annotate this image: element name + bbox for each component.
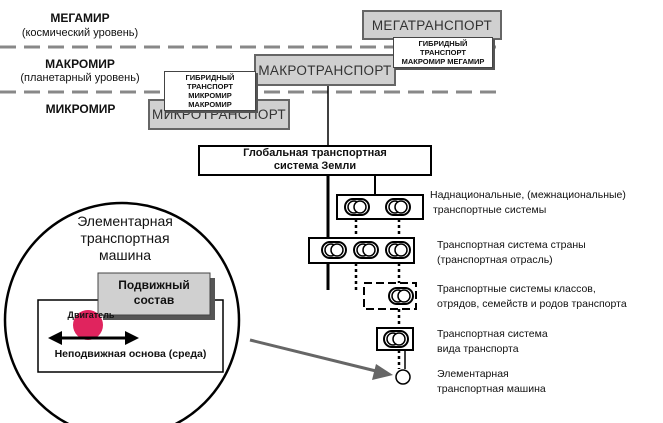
machine-title-line1: Элементарная xyxy=(77,213,173,229)
global-system-box xyxy=(198,145,432,176)
machine-title: Элементарная транспортная машина xyxy=(55,213,195,264)
hybrid-upper-line1: ГИБРИДНЫЙ xyxy=(418,39,468,48)
engine-label: Двигатель xyxy=(67,310,115,320)
machine-title-line3: машина xyxy=(99,247,151,263)
hybrid-upper-line2: ТРАНСПОРТ xyxy=(420,48,466,57)
hierarchy-1-line2: (транспортная отрасль) xyxy=(437,254,553,266)
hierarchy-supranational: Наднациональные, (межнациональные) транс… xyxy=(430,188,626,218)
hierarchy-classes: Транспортные системы классов, отрядов, с… xyxy=(437,282,627,312)
hierarchy-0-line2: транспортные системы xyxy=(433,204,547,216)
hierarchy-country: Транспортная система страны (транспортна… xyxy=(437,238,586,268)
micro-level-title: МИКРОМИР xyxy=(45,102,116,116)
vehicle-symbol xyxy=(344,198,370,216)
vehicle-symbols xyxy=(321,198,414,348)
mega-level-subtitle: (космический уровень) xyxy=(21,27,139,39)
rolling-stock-label: Подвижный состав xyxy=(98,278,210,308)
hierarchy-0-line1: Наднациональные, (межнациональные) xyxy=(430,189,626,201)
hybrid-upper-line3: МАКРОМИР МЕГАМИР xyxy=(401,57,485,66)
rolling-stock-box xyxy=(97,272,211,316)
hybrid-upper-box: ГИБРИДНЫЙ ТРАНСПОРТ МАКРОМИР МЕГАМИР xyxy=(393,37,493,68)
hybrid-lower-line2: ТРАНСПОРТ xyxy=(187,82,233,91)
global-system-label: Глобальная транспортная система Земли xyxy=(199,147,431,173)
global-system-line1: Глобальная транспортная xyxy=(243,147,387,159)
macro-transport-box: МАКРОТРАНСПОРТ xyxy=(254,54,396,86)
rolling-stock-line1: Подвижный xyxy=(118,278,190,292)
vehicle-symbol xyxy=(321,241,347,259)
engine-circle xyxy=(73,310,103,340)
elementary-machine-node xyxy=(395,369,411,385)
macro-level-title: МАКРОМИР xyxy=(45,57,115,71)
hierarchy-elementary: Элементарная транспортная машина xyxy=(437,367,546,397)
rolling-stock-line2: состав xyxy=(133,293,175,307)
vehicle-symbol xyxy=(388,287,414,305)
vehicle-symbol xyxy=(385,198,411,216)
hierarchy-3-line1: Транспортная система xyxy=(437,328,548,340)
macro-level-subtitle: (планетарный уровень) xyxy=(20,72,140,84)
mega-transport-box: МЕГАТРАНСПОРТ xyxy=(362,10,502,40)
hybrid-lower-box: ГИБРИДНЫЙ ТРАНСПОРТ МИКРОМИР МАКРОМИР xyxy=(164,71,256,111)
hierarchy-2-line2: отрядов, семейств и родов транспорта xyxy=(437,298,627,310)
vehicle-symbol xyxy=(383,330,409,348)
hierarchy-3-line2: вида транспорта xyxy=(437,343,519,355)
vehicle-symbol xyxy=(353,241,379,259)
hybrid-lower-line3: МИКРОМИР МАКРОМИР xyxy=(188,91,232,109)
machine-title-line2: транспортная xyxy=(80,230,170,246)
base-label: Неподвижная основа (среда) xyxy=(54,348,207,360)
hierarchy-4-line2: транспортная машина xyxy=(437,383,546,395)
global-system-line2: система Земли xyxy=(273,160,357,172)
hierarchy-2-line1: Транспортные системы классов, xyxy=(437,283,596,295)
hierarchy-type: Транспортная система вида транспорта xyxy=(437,327,548,357)
hierarchy-4-line1: Элементарная xyxy=(437,368,509,380)
mega-level-title: МЕГАМИР xyxy=(50,11,110,25)
vehicle-symbol xyxy=(385,241,411,259)
hierarchy-1-line1: Транспортная система страны xyxy=(437,239,586,251)
hybrid-lower-line1: ГИБРИДНЫЙ xyxy=(185,73,235,82)
